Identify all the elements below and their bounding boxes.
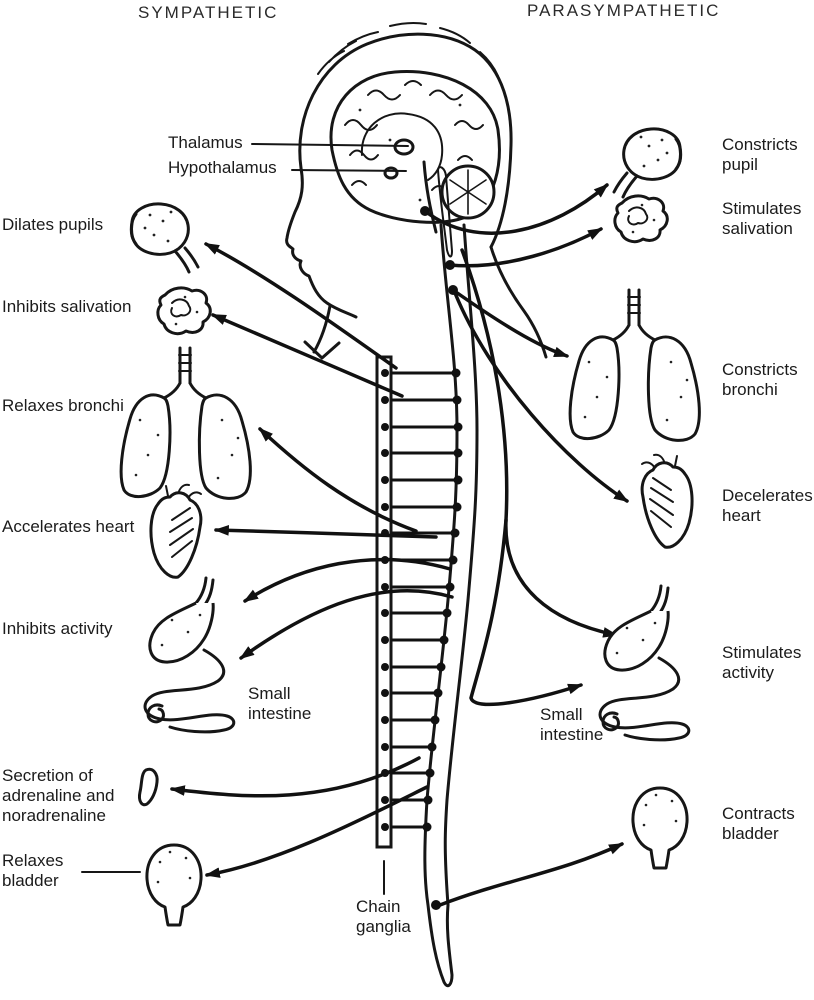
lungs-icon-left bbox=[119, 346, 252, 500]
secretion-adrenaline-label: Secretion of adrenaline and noradrenalin… bbox=[2, 766, 115, 825]
dilates-pupils-label: Dilates pupils bbox=[2, 215, 104, 234]
decelerates-heart-label: Decelerates heart bbox=[722, 486, 813, 525]
parasympathetic-nerves bbox=[423, 183, 629, 907]
hypothalamus-label: Hypothalamus bbox=[168, 158, 277, 177]
relaxes-bronchi-label: Relaxes bronchi bbox=[2, 396, 124, 415]
inhibits-activity-label: Inhibits activity bbox=[2, 619, 113, 638]
bladder-icon-left bbox=[145, 843, 203, 927]
sympathetic-header: SYMPATHETIC bbox=[138, 3, 279, 22]
eye-icon-left bbox=[129, 202, 200, 274]
relaxes-bladder-label: Relaxes bladder bbox=[2, 851, 64, 890]
eye-icon-right bbox=[612, 127, 683, 199]
small-intestine-right-label: Small intestine bbox=[540, 705, 604, 744]
heart-icon-left bbox=[149, 483, 203, 579]
heart-icon-right bbox=[640, 453, 694, 549]
salivary-gland-icon-right bbox=[613, 194, 669, 244]
constricts-bronchi-label: Constricts bronchi bbox=[722, 360, 798, 399]
adrenal-gland-icon bbox=[138, 767, 159, 807]
inhibits-salivation-label: Inhibits salivation bbox=[2, 297, 132, 316]
thalamus-label: Thalamus bbox=[168, 133, 243, 152]
brainstem-spinal-cord-drawing bbox=[422, 160, 479, 988]
bladder-icon-right bbox=[631, 786, 689, 870]
sacral-dot bbox=[431, 900, 441, 910]
accelerates-heart-label: Accelerates heart bbox=[2, 517, 135, 536]
stomach-intestine-icon-right bbox=[598, 584, 691, 742]
parasympathetic-header: PARASYMPATHETIC bbox=[527, 1, 721, 20]
chain-ganglia-label: Chain ganglia bbox=[356, 897, 411, 936]
head-profile-drawing bbox=[285, 21, 548, 360]
contracts-bladder-label: Contracts bladder bbox=[722, 804, 795, 843]
brain-drawing bbox=[329, 70, 501, 224]
salivary-gland-icon-left bbox=[156, 286, 212, 336]
sympathetic-nerves bbox=[169, 242, 454, 878]
constricts-pupil-label: Constricts pupil bbox=[722, 135, 798, 174]
stomach-intestine-icon-left bbox=[143, 576, 236, 734]
hypothalamus-pointer-line bbox=[291, 169, 407, 172]
chain-ganglia-ladder bbox=[375, 355, 463, 895]
small-intestine-left-label: Small intestine bbox=[248, 684, 312, 723]
lungs-icon-right bbox=[568, 288, 701, 442]
stimulates-activity-label: Stimulates activity bbox=[722, 643, 802, 682]
thalamus-pointer-line bbox=[251, 143, 409, 147]
stimulates-salivation-label: Stimulates salivation bbox=[722, 199, 802, 238]
